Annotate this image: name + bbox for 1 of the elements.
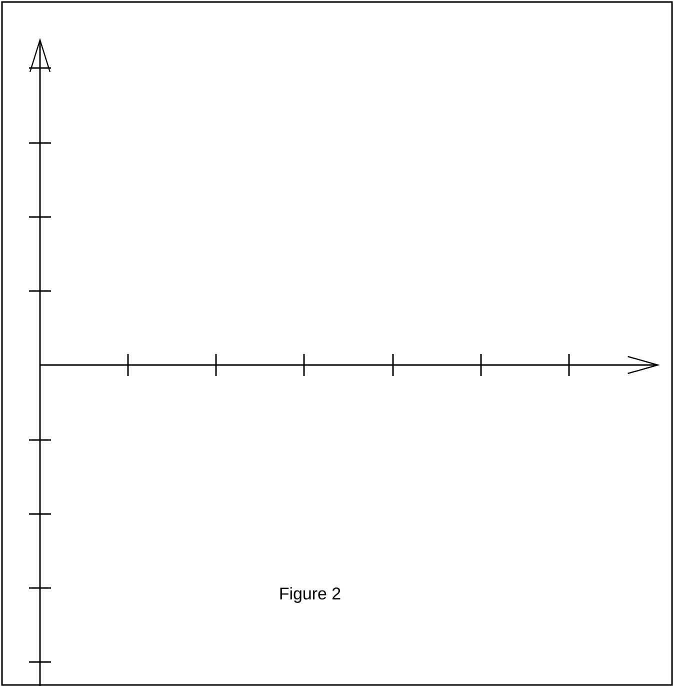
caption: Figure 2 (280, 587, 340, 603)
